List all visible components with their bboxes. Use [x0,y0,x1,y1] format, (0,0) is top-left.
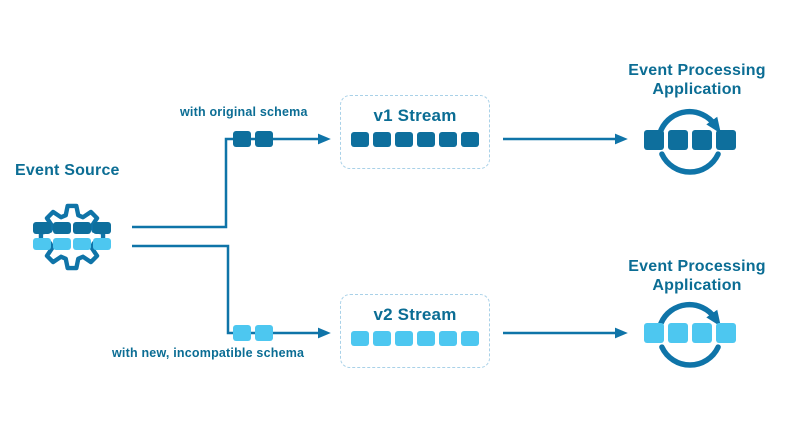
event-block [73,238,91,250]
event-block [233,131,251,147]
stream-box-v1: v1 Stream [340,95,490,169]
branch-line-incompatible [132,244,331,339]
branch-label-original: with original schema [180,105,308,119]
inline-event-blocks-v2 [233,325,273,341]
event-block [93,238,111,250]
cycle-arrows-icon [658,108,721,175]
stream-title: v2 Stream [373,305,457,324]
branch-line-original [132,133,331,229]
event-block [716,130,736,150]
event-block [53,222,71,234]
event-block [93,222,111,234]
event-block [33,222,51,234]
source-blocks-row-light [33,238,111,250]
stream-box-v2: v2 Stream [340,294,490,368]
event-block [644,130,664,150]
event-block [351,331,369,346]
gear-blocks-icon [38,203,106,271]
event-block [53,238,71,250]
event-block [668,130,688,150]
event-block [644,323,664,343]
event-block [33,238,51,250]
app-blocks-bottom [644,323,736,343]
event-block [373,132,391,147]
event-block [351,132,369,147]
event-block [716,323,736,343]
event-block [461,132,479,147]
event-block [73,222,91,234]
event-block [255,325,273,341]
branch-label-incompatible: with new, incompatible schema [112,346,305,360]
event-block [439,331,457,346]
event-block [255,131,273,147]
cycle-arrows-icon [658,301,721,368]
event-source-label: Event Source [15,162,120,179]
stream-title: v1 Stream [373,106,457,125]
event-block [417,132,435,147]
event-block [395,132,413,147]
app-title-top: Event Processing Application [628,62,766,99]
event-block [692,323,712,343]
event-block [668,323,688,343]
app-title-bottom: Event Processing Application [628,258,766,295]
event-block [692,130,712,150]
event-block [395,331,413,346]
event-block [373,331,391,346]
stream-blocks [351,331,479,346]
app-blocks-top [644,130,736,150]
stream-blocks [351,132,479,147]
event-block [233,325,251,341]
inline-event-blocks-v1 [233,131,273,147]
event-block [439,132,457,147]
event-block [461,331,479,346]
source-blocks-row-dark [33,222,111,234]
event-block [417,331,435,346]
